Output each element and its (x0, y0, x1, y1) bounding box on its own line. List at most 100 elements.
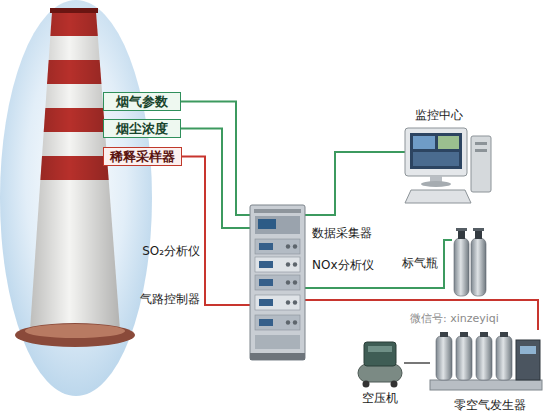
analyzer-cabinet-art (250, 353, 305, 360)
monitor-computer-art (421, 181, 451, 187)
gas-cylinder-art (458, 230, 465, 239)
zero-air-generator-art (460, 332, 468, 337)
analyzer-cabinet-art (293, 244, 297, 248)
analyzer-cabinet-art (286, 244, 290, 248)
chimney-stack (20, 10, 130, 332)
analyzer-cabinet-art (255, 295, 300, 310)
analyzer-cabinet-art (255, 257, 300, 272)
analyzer-cabinet-art (258, 219, 276, 229)
chimney-stack (20, 10, 130, 332)
air-compressor-art (364, 342, 396, 366)
pipe-connector (305, 300, 538, 330)
zero-air-generator-art (516, 340, 540, 380)
analyzer-cabinet-art (255, 239, 300, 254)
gas-cylinder: 标气瓶 (452, 228, 488, 298)
chimney-base (25, 324, 125, 338)
monitor-computer-art (405, 128, 467, 176)
node-label: 数据采集器 (312, 226, 372, 240)
monitor-computer-art (475, 142, 487, 145)
zero-air-generator-art (430, 380, 542, 390)
node-label: SO₂分析仪 (142, 244, 200, 258)
node-label: NOx分析仪 (312, 258, 374, 272)
analyzer-cabinet-art (259, 261, 273, 268)
monitor-computer: 监控中心 (405, 128, 495, 204)
monitor-computer-art (475, 149, 487, 152)
analyzer-cabinet-art (250, 205, 305, 360)
air-compressor-art (363, 381, 370, 388)
analyzer-cabinet-art (254, 209, 301, 213)
sensor-box: 烟气参数 (103, 92, 181, 111)
pipe-connector (305, 152, 405, 215)
analyzer-cabinet-art (255, 216, 300, 234)
gas-cylinder-art (475, 230, 482, 239)
chimney-base (15, 323, 135, 347)
zero-air-generator-art (436, 336, 452, 380)
zero-air-generator-art (496, 336, 512, 380)
gas-cylinder-art (454, 238, 469, 296)
node-label: 气路控制器 (140, 292, 200, 306)
zero-air-generator-art (456, 336, 472, 380)
node-label: 零空气发生器 (454, 398, 526, 412)
analyzer-cabinet-art (286, 262, 290, 266)
gas-cylinder-art (454, 228, 486, 296)
analyzer-cabinet-art (250, 205, 305, 360)
zero-air-generator-art (480, 332, 488, 337)
analyzer-cabinet-art (250, 205, 305, 360)
analyzer-cabinet-art (286, 280, 290, 284)
node-label: 空压机 (362, 391, 398, 405)
analyzer-cabinet-art (286, 300, 290, 304)
monitor-computer-art (471, 136, 491, 192)
analyzer-cabinet-art (259, 299, 273, 306)
gas-cylinder-art (452, 228, 488, 298)
zero-air-generator-art (520, 346, 536, 354)
node-label: 标气瓶 (402, 256, 438, 270)
monitor-computer-art (405, 128, 491, 203)
zero-air-generator-art (430, 330, 542, 394)
analyzer-cabinet-art (255, 275, 300, 290)
monitor-computer-art (405, 128, 495, 204)
analyzer-cabinet-art (259, 319, 273, 326)
analyzer-cabinet-art (293, 300, 297, 304)
sky-ground (0, 0, 152, 396)
analyzer-cabinet-art (293, 320, 297, 324)
analyzer-cabinet-art (259, 243, 273, 250)
monitor-computer-art (413, 136, 435, 149)
analyzer-cabinet-art (255, 335, 300, 349)
analyzer-cabinet-art (286, 320, 290, 324)
monitor-computer-art (438, 136, 459, 149)
node-label: 稀释采样器 (110, 149, 175, 164)
monitor-computer-art (413, 152, 459, 166)
analyzer-cabinet-art (259, 279, 273, 286)
analyzer-cabinet-art (293, 262, 297, 266)
zero-air-generator: 零空气发生器 (430, 330, 542, 394)
zero-air-generator-art (430, 332, 542, 390)
gas-cylinder-art (471, 238, 486, 296)
zero-air-generator-art (476, 336, 492, 380)
air-compressor: 空压机 (356, 338, 404, 388)
pipe-connector (181, 102, 250, 216)
air-compressor-art (391, 381, 398, 388)
sensor-box: 烟尘浓度 (103, 119, 181, 138)
chimney-rim (50, 8, 98, 13)
pipe-connector (181, 129, 250, 229)
node-label: 烟尘浓度 (110, 121, 174, 136)
gas-cylinder-art (473, 228, 484, 231)
node-label: 监控中心 (415, 108, 463, 122)
analyzer-cabinet: 数据采集器SO₂分析仪NOx分析仪气路控制器 (250, 205, 305, 360)
analyzer-cabinet-art (255, 315, 300, 330)
air-compressor-art (358, 342, 402, 388)
pipe-connector (404, 362, 430, 364)
air-compressor-art (356, 338, 404, 388)
pipe-connector (305, 240, 452, 288)
chimney-stack (20, 10, 130, 332)
watermark: 微信号: xinzeyiqi (410, 312, 499, 325)
sampler-box: 稀释采样器 (103, 147, 182, 166)
monitor-computer-art (405, 190, 471, 203)
zero-air-generator-art (500, 332, 508, 337)
air-compressor-art (358, 364, 402, 382)
analyzer-cabinet-art (293, 280, 297, 284)
monitor-computer-art (410, 133, 462, 169)
node-label: 烟气参数 (110, 94, 174, 109)
air-compressor-art (368, 346, 392, 352)
